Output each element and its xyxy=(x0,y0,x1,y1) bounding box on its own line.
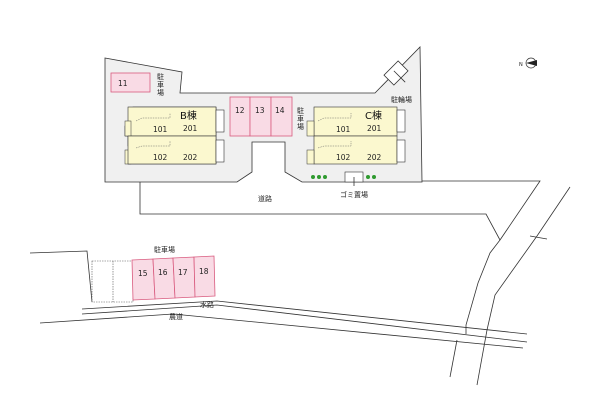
bicycle-parking-shed xyxy=(383,60,409,86)
road-lines xyxy=(29,180,571,386)
svg-text:駐: 駐 xyxy=(297,106,304,115)
building-c: C棟 101 201 102 202 xyxy=(306,106,406,165)
svg-text:駐: 駐 xyxy=(157,72,164,81)
building-b: B棟 101 201 102 202 xyxy=(124,106,225,165)
svg-text:N: N xyxy=(519,62,523,68)
svg-text:15: 15 xyxy=(138,269,148,278)
svg-text:車: 車 xyxy=(297,114,304,123)
farm-road-label: 農道 xyxy=(169,312,183,321)
svg-text:202: 202 xyxy=(367,153,382,162)
svg-text:102: 102 xyxy=(336,153,351,162)
waterway-label: 水路 xyxy=(200,300,214,309)
svg-text:駐車場: 駐車場 xyxy=(154,245,175,254)
svg-text:201: 201 xyxy=(367,124,382,133)
svg-text:201: 201 xyxy=(183,124,198,133)
building-c-name: C棟 xyxy=(365,109,382,122)
building-b-name: B棟 xyxy=(180,109,197,122)
parking-space-16: 16 xyxy=(152,257,176,300)
svg-text:車: 車 xyxy=(157,80,164,89)
svg-text:202: 202 xyxy=(183,153,198,162)
parking-space-13: 13 xyxy=(249,96,272,137)
garbage-area: ゴミ置場 xyxy=(340,171,368,199)
svg-text:102: 102 xyxy=(153,153,168,162)
parking-space-14: 14 xyxy=(270,96,293,137)
road-label: 道路 xyxy=(258,194,272,203)
bicycle-parking-label: 駐輪場 xyxy=(391,95,412,104)
svg-text:11: 11 xyxy=(118,79,128,88)
svg-text:18: 18 xyxy=(199,267,209,276)
parking-label-upper-center: 駐 車 場 xyxy=(297,106,304,131)
svg-text:14: 14 xyxy=(275,106,285,115)
parking-space-15: 15 xyxy=(131,258,156,301)
svg-text:場: 場 xyxy=(157,88,164,97)
parking-space-11: 11 xyxy=(110,72,151,93)
parking-label-upper-left: 駐 車 場 xyxy=(157,72,164,97)
svg-text:12: 12 xyxy=(235,106,245,115)
svg-text:101: 101 xyxy=(336,125,351,134)
parking-space-12: 12 xyxy=(229,96,251,137)
svg-text:17: 17 xyxy=(178,268,188,277)
svg-text:16: 16 xyxy=(158,268,168,277)
trees xyxy=(311,175,376,179)
north-arrow-icon: N xyxy=(519,57,537,69)
svg-text:101: 101 xyxy=(153,125,168,134)
svg-text:場: 場 xyxy=(297,122,304,131)
svg-text:13: 13 xyxy=(255,106,265,115)
parking-space-18: 18 xyxy=(193,255,216,298)
parking-space-17: 17 xyxy=(172,256,196,299)
svg-text:ゴミ置場: ゴミ置場 xyxy=(340,190,368,199)
